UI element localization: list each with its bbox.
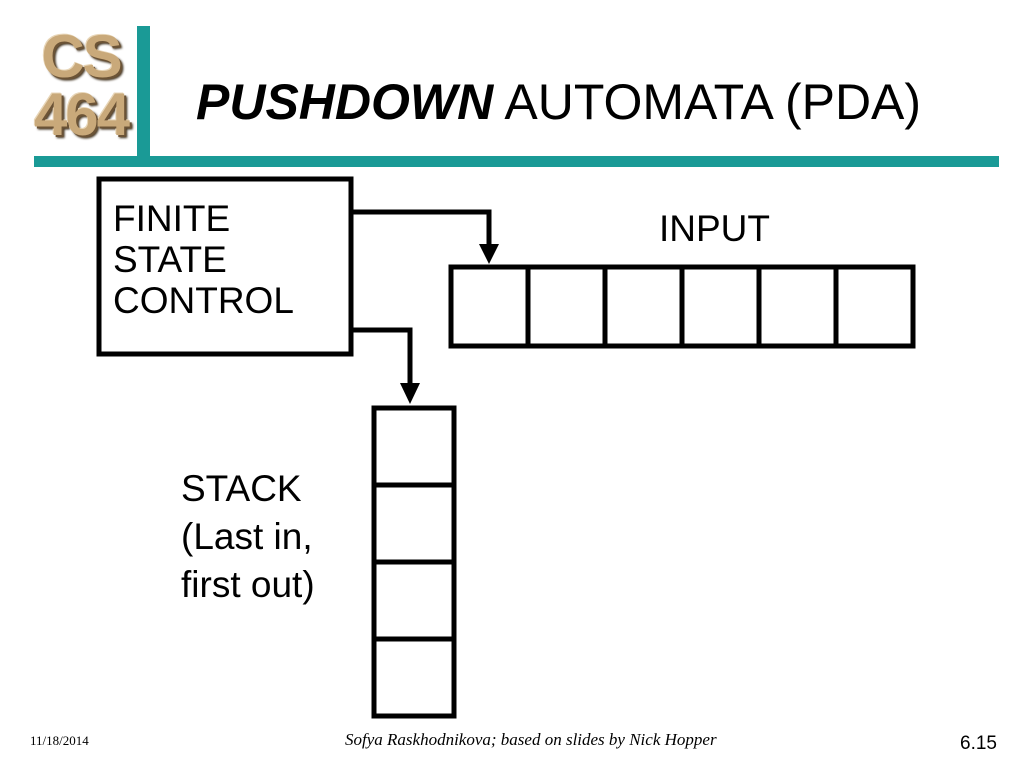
accent-horizontal-bar <box>34 156 999 167</box>
finite-state-control-label: FINITE STATE CONTROL <box>113 198 294 321</box>
input-cell <box>833 264 916 349</box>
input-cell <box>525 264 608 349</box>
logo-line2: 464 <box>33 81 130 148</box>
stack-line: first out) <box>181 564 315 605</box>
cs464-logo: CS 464 <box>26 23 136 152</box>
logo-line1: CS <box>41 23 122 90</box>
slide-title: PUSHDOWN AUTOMATA (PDA) <box>196 72 921 132</box>
footer-credit: Sofya Raskhodnikova; based on slides by … <box>345 730 717 749</box>
fsc-to-stack-connector <box>351 327 413 385</box>
input-label: INPUT <box>659 208 770 249</box>
fsc-line: STATE <box>113 239 227 280</box>
footer-page-number: 6.15 <box>960 733 997 754</box>
stack-cell <box>371 559 457 642</box>
input-tape <box>448 264 916 349</box>
finite-state-control-box <box>96 176 354 357</box>
input-cell <box>602 264 685 349</box>
accent-vertical-bar <box>137 26 150 158</box>
input-cell <box>756 264 839 349</box>
stack <box>371 405 457 719</box>
title-normal: AUTOMATA (PDA) <box>504 74 922 130</box>
fsc-to-input-connector <box>351 209 492 245</box>
fsc-line: FINITE <box>113 198 231 239</box>
stack-label: STACK (Last in, first out) <box>181 465 315 609</box>
title-bold: PUSHDOWN <box>196 74 494 130</box>
fsc-line: CONTROL <box>113 280 294 321</box>
input-arrow-head <box>479 244 499 264</box>
input-cell <box>448 264 531 349</box>
stack-line: (Last in, <box>181 516 313 557</box>
stack-cell <box>371 636 457 719</box>
stack-cell <box>371 405 457 488</box>
stack-arrow-head <box>400 383 420 404</box>
footer-date: 11/18/2014 <box>30 733 89 748</box>
stack-line: STACK <box>181 468 302 509</box>
stack-cell <box>371 482 457 565</box>
input-cell <box>679 264 762 349</box>
